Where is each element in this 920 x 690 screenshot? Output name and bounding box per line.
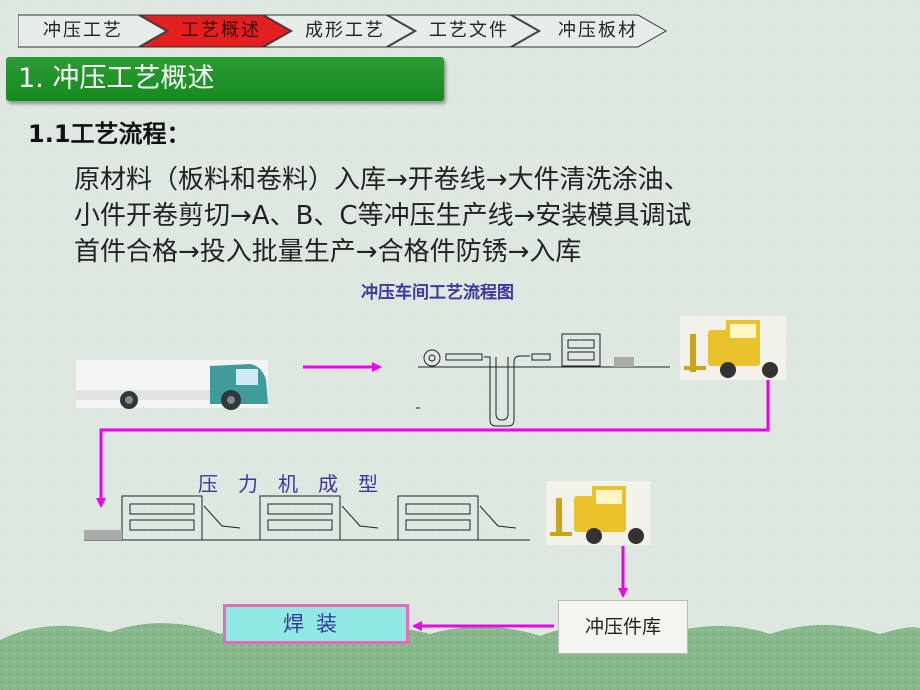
- diagram-title: 冲压车间工艺流程图: [361, 283, 514, 303]
- section-title: 1. 冲压工艺概述: [18, 63, 215, 94]
- process-description: 原材料（板料和卷料）入库→开卷线→大件清洗涂油、 小件开卷剪切→A、B、C等冲压…: [74, 162, 874, 270]
- process-line-1: 原材料（板料和卷料）入库→开卷线→大件清洗涂油、: [74, 165, 690, 195]
- nav-item-process-documents[interactable]: 工艺文件: [429, 20, 509, 41]
- truck-icon: [76, 360, 268, 410]
- nav-item-forming-process[interactable]: 成形工艺: [305, 20, 385, 41]
- breadcrumb-nav: 冲压工艺 工艺概述 成形工艺 工艺文件 冲压板材: [18, 14, 698, 48]
- arrow-to-press-line: [96, 380, 770, 508]
- forklift-icon: [546, 481, 650, 545]
- subsection-heading: 1.1工艺流程：: [28, 120, 191, 148]
- process-line-3: 首件合格→投入批量生产→合格件防锈→入库: [74, 237, 582, 267]
- process-line-2: 小件开卷剪切→A、B、C等冲压生产线→安装模具调试: [74, 201, 692, 231]
- blank-stack-icon: [84, 530, 122, 540]
- forklift-icon: [680, 316, 786, 380]
- breadcrumb-shapes: [18, 14, 668, 48]
- press-line-icon: [84, 495, 530, 541]
- parts-store-box: 冲压件库: [558, 600, 688, 654]
- welding-box: 焊装: [223, 604, 409, 644]
- section-header-bar: 1. 冲压工艺概述: [6, 57, 444, 101]
- nav-item-stamping-process[interactable]: 冲压工艺: [43, 20, 123, 41]
- stacked-sheets-icon: [614, 357, 634, 367]
- press-forming-label: 压力机成型: [198, 472, 398, 496]
- nav-item-stamping-sheet[interactable]: 冲压板材: [558, 20, 638, 41]
- uncoiling-line-icon: [416, 333, 670, 427]
- nav-item-process-overview[interactable]: 工艺概述: [181, 20, 261, 41]
